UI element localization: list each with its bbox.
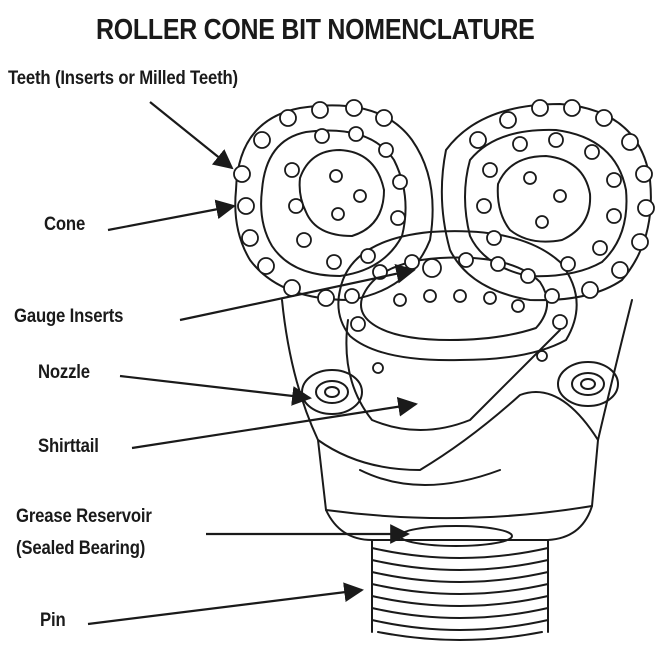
label-sealed-bearing: (Sealed Bearing) [16, 538, 145, 560]
shirttail-outline [282, 300, 632, 470]
arrow-shirttail [132, 404, 416, 448]
arrow-teeth [150, 102, 232, 168]
label-gauge-inserts: Gauge Inserts [14, 306, 123, 328]
arrow-gauge-inserts [180, 270, 414, 320]
label-teeth: Teeth (Inserts or Milled Teeth) [8, 68, 238, 90]
label-cone: Cone [44, 214, 85, 236]
bit-body [318, 440, 598, 540]
grease-reservoir-cap [400, 526, 512, 546]
nozzle-right [558, 362, 618, 406]
label-pin: Pin [40, 610, 65, 632]
arrow-nozzle [120, 376, 310, 398]
nozzle-left [302, 370, 362, 414]
label-grease-reservoir: Grease Reservoir [16, 506, 152, 528]
label-nozzle: Nozzle [38, 362, 90, 384]
arrow-cone [108, 206, 234, 230]
pin-threads [372, 540, 548, 640]
arrow-pin [88, 590, 362, 624]
label-shirttail: Shirttail [38, 436, 99, 458]
